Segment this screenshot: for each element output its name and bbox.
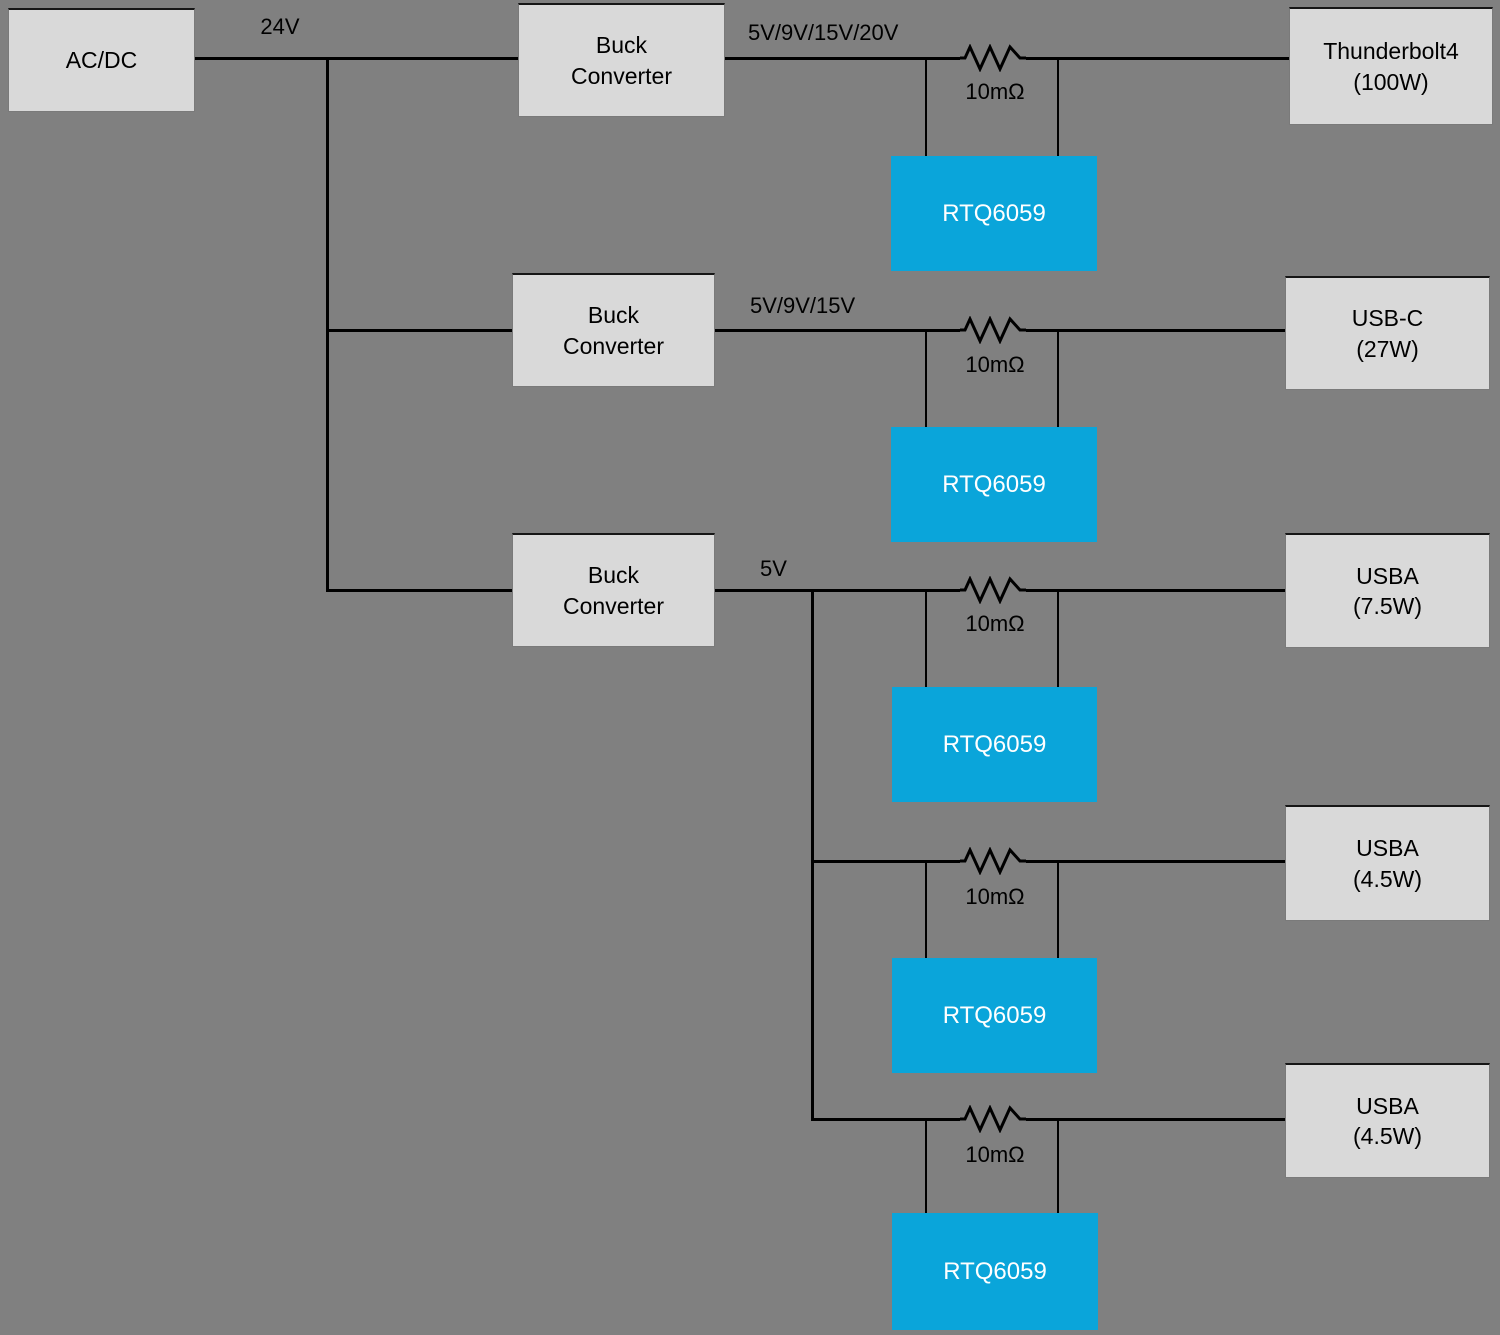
- wire-rail1-right: [1026, 57, 1289, 60]
- load-power: (4.5W): [1353, 1123, 1422, 1149]
- wire-rail4-right: [1026, 860, 1285, 863]
- wire-rail1-left: [725, 57, 960, 60]
- acdc-label: AC/DC: [65, 47, 138, 74]
- load-power: (27W): [1356, 335, 1419, 362]
- load-usba3-block: USBA (4.5W): [1285, 1063, 1490, 1178]
- load-thunderbolt4-block: Thunderbolt4 (100W): [1289, 7, 1493, 125]
- shunt-value-label-2: 10mΩ: [965, 352, 1025, 377]
- shunt-value-label-4: 10mΩ: [965, 884, 1025, 909]
- buck-converter-1-label: Buck Converter: [571, 32, 672, 89]
- sense-line: [1057, 862, 1059, 958]
- sense-line: [925, 591, 927, 687]
- load-name: USBA: [1356, 562, 1419, 589]
- load-name: Thunderbolt4: [1323, 38, 1459, 65]
- load-name: USBA: [1356, 835, 1419, 862]
- wire-24v-to-buck2: [326, 329, 512, 332]
- sense-line: [925, 59, 927, 156]
- load-usba1-block: USBA (7.5W): [1285, 533, 1490, 648]
- shunt-resistor-icon: [960, 1105, 1026, 1133]
- shunt-resistor-icon: [960, 576, 1026, 604]
- sense-line: [925, 862, 927, 958]
- wire-5v-branch-vertical: [811, 589, 814, 1121]
- rail1-voltage-label: 5V/9V/15V/20V: [748, 20, 899, 45]
- shunt-resistor-icon: [960, 847, 1026, 875]
- sense-line: [1057, 59, 1059, 156]
- sense-line: [1057, 591, 1059, 687]
- bus-voltage-label: 24V: [260, 14, 300, 39]
- load-power: (4.5W): [1353, 865, 1422, 892]
- load-usbc-block: USB-C (27W): [1285, 276, 1490, 390]
- rtq6059-chip-2: RTQ6059: [891, 427, 1097, 542]
- rtq6059-chip-1: RTQ6059: [891, 156, 1097, 271]
- sense-line: [1057, 1120, 1059, 1213]
- shunt-resistor-icon: [960, 316, 1026, 344]
- buck-converter-3-label: Buck Converter: [563, 562, 664, 619]
- buck-converter-1-block: Buck Converter: [518, 3, 725, 117]
- rtq6059-chip-5: RTQ6059: [892, 1213, 1098, 1330]
- load-name: USB-C: [1351, 305, 1424, 332]
- load-power: (100W): [1353, 68, 1429, 95]
- rail3-voltage-label: 5V: [760, 556, 787, 581]
- sense-line: [1057, 331, 1059, 427]
- buck-converter-2-block: Buck Converter: [512, 273, 715, 387]
- wire-rail5-right: [1026, 1118, 1285, 1121]
- buck-converter-2-label: Buck Converter: [563, 302, 664, 359]
- load-name: USBA: [1356, 1092, 1419, 1119]
- wire-rail2-left: [715, 329, 960, 332]
- wire-rail5-left: [811, 1118, 960, 1121]
- buck-converter-3-block: Buck Converter: [512, 533, 715, 647]
- wire-rail2-right: [1026, 329, 1285, 332]
- wire-24v-bus: [195, 57, 518, 60]
- shunt-value-label-5: 10mΩ: [965, 1142, 1025, 1167]
- shunt-value-label-3: 10mΩ: [965, 611, 1025, 636]
- rail2-voltage-label: 5V/9V/15V: [750, 293, 856, 318]
- wire-rail4-left: [811, 860, 960, 863]
- shunt-value-label-1: 10mΩ: [965, 79, 1025, 104]
- shunt-resistor-icon: [960, 44, 1026, 72]
- wire-rail3-right: [1026, 589, 1285, 592]
- sense-line: [925, 331, 927, 427]
- rtq6059-chip-3: RTQ6059: [892, 687, 1097, 802]
- wire-24v-vertical-bus: [326, 57, 329, 592]
- rtq6059-chip-4: RTQ6059: [892, 958, 1097, 1073]
- sense-line: [925, 1120, 927, 1213]
- wire-rail3-left: [715, 589, 960, 592]
- load-usba2-block: USBA (4.5W): [1285, 805, 1490, 921]
- load-power: (7.5W): [1353, 593, 1422, 619]
- wire-24v-to-buck3: [326, 589, 512, 592]
- acdc-block: AC/DC: [8, 8, 195, 112]
